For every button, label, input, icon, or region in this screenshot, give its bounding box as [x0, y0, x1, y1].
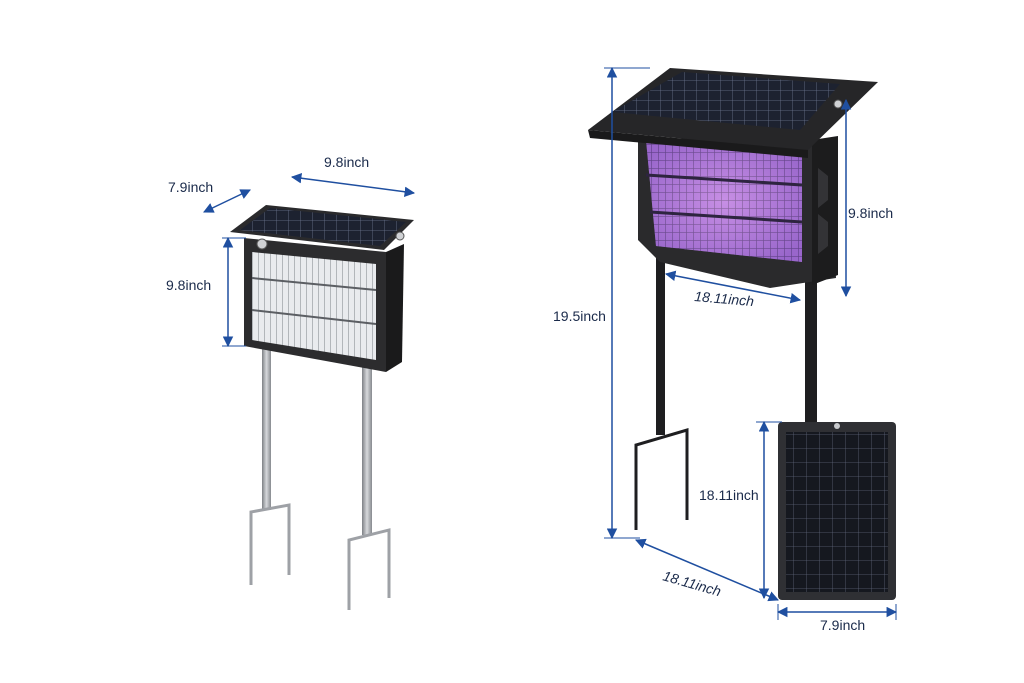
solar-panel-dimensions: 18.11inch 7.9inch: [699, 420, 898, 633]
right-pole-left: [656, 255, 665, 435]
left-width-label: 9.8inch: [324, 154, 369, 170]
left-product: [230, 205, 414, 610]
right-dimensions: 19.5inch 9.8inch 18.11inch 18.11inch: [553, 66, 893, 602]
right-solar-panel: [612, 72, 840, 130]
right-pole-right: [805, 275, 817, 425]
left-solar-panel: [240, 208, 406, 246]
right-uv-grill: [646, 140, 802, 262]
right-total-height-label: 19.5inch: [553, 308, 606, 324]
solar-panel-height-label: 18.11inch: [699, 487, 759, 503]
right-lamp-height-label: 9.8inch: [848, 205, 893, 221]
left-height-label: 9.8inch: [166, 277, 211, 293]
right-lamp-width-label: 18.11inch: [694, 288, 755, 309]
separate-solar-panel: [778, 422, 896, 600]
right-product: [588, 68, 878, 530]
solar-panel-cells: [786, 432, 888, 592]
left-dimensions: 9.8inch 7.9inch 9.8inch: [166, 154, 416, 348]
solar-panel-width-label: 7.9inch: [820, 617, 865, 633]
left-grill: [252, 252, 376, 360]
left-depth-label: 7.9inch: [168, 179, 213, 195]
left-stakes: [249, 345, 391, 610]
